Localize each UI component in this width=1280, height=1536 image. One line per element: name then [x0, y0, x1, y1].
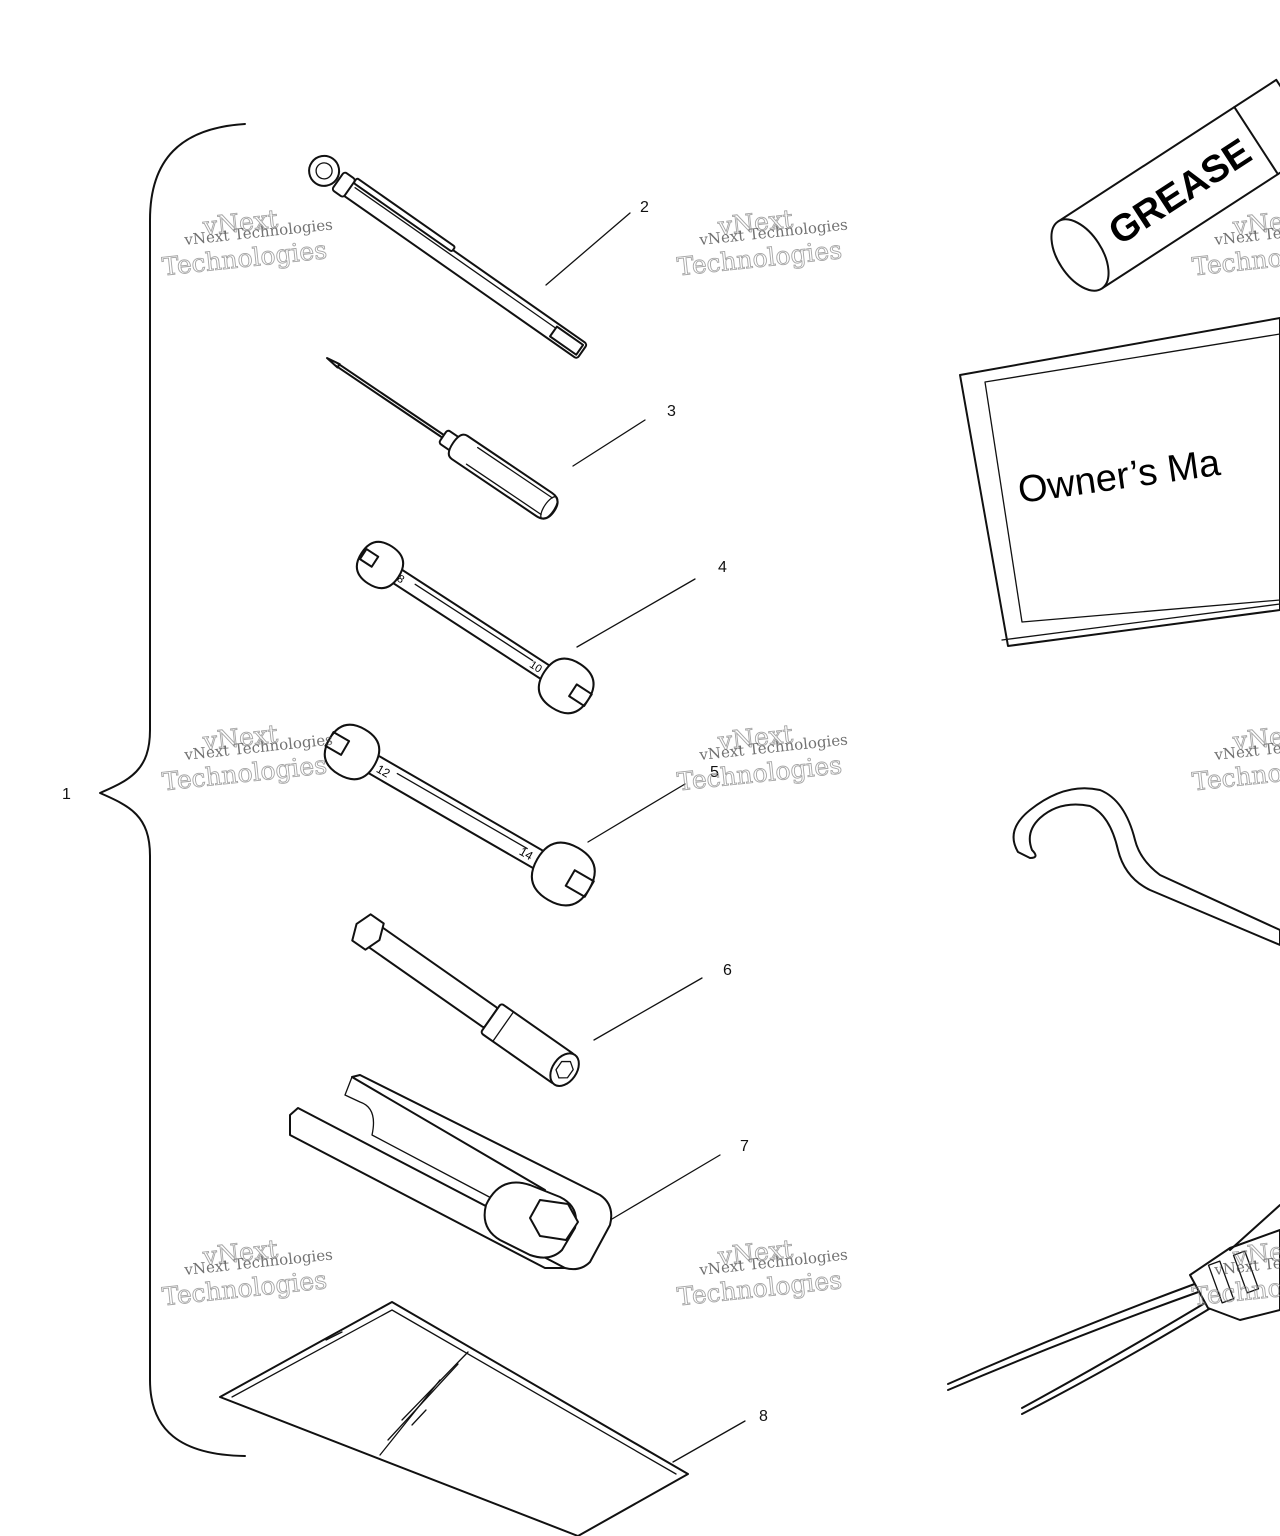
wrench-8-mark: 8 — [395, 573, 407, 586]
spark-plug-socket — [351, 913, 580, 1087]
callout-4: 4 — [718, 559, 727, 576]
callout-5: 5 — [710, 764, 719, 781]
callout-3: 3 — [667, 403, 676, 420]
tire-pressure-gauge — [308, 154, 588, 359]
wrench-12-mark: 12 — [374, 762, 393, 781]
document-bag — [219, 1301, 689, 1536]
screwdriver — [326, 357, 559, 520]
owners-manual: Owner’s Ma — [959, 317, 1280, 647]
callout-6: 6 — [723, 962, 732, 979]
callout-7: 7 — [740, 1138, 749, 1155]
tether-cord — [947, 1204, 1280, 1415]
plug-wrench-tool — [289, 1074, 613, 1271]
wrench-8-10: 8 10 — [355, 540, 595, 715]
wrench-10-mark: 10 — [527, 659, 544, 676]
spanner-wrench — [1012, 787, 1280, 946]
group-brace — [99, 123, 246, 1457]
watermark: vNext vNext Technologies Technologies vN… — [160, 204, 1280, 1312]
leader-lines — [545, 212, 746, 1463]
callout-1: 1 — [62, 786, 71, 803]
wrench-14-mark: 14 — [517, 844, 536, 863]
callout-2: 2 — [640, 199, 649, 216]
callout-8: 8 — [759, 1408, 768, 1425]
wrench-12-14: 12 14 — [323, 723, 596, 907]
